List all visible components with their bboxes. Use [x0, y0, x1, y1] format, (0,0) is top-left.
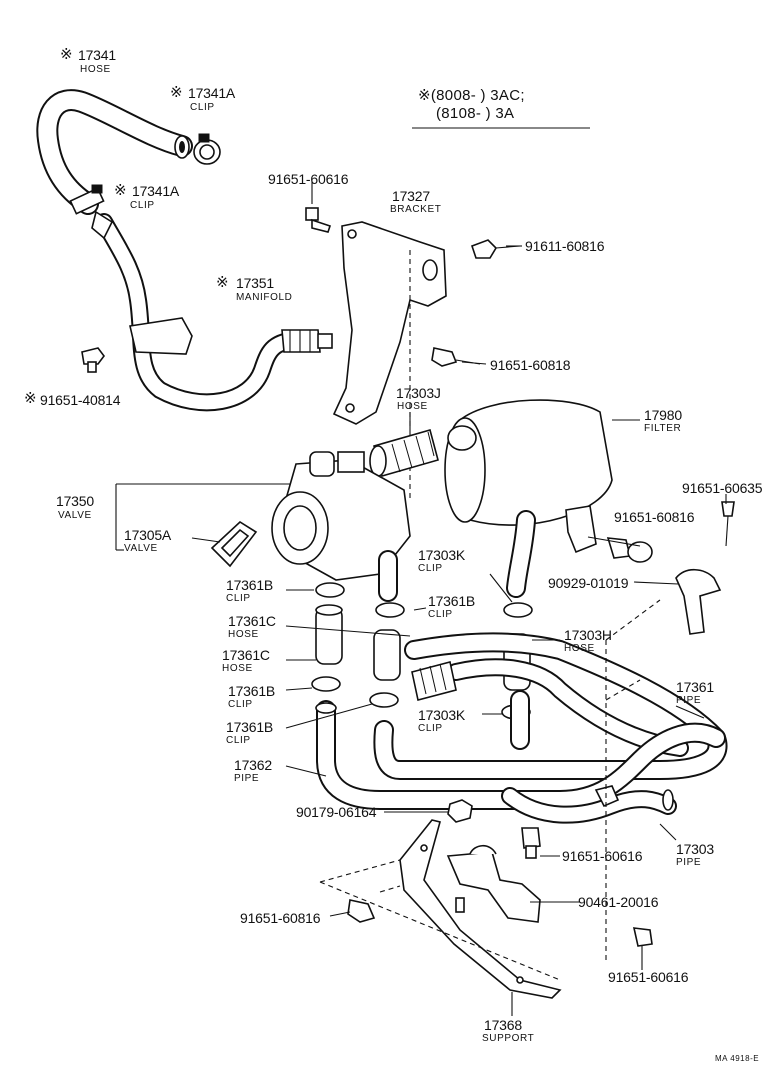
bolt-91651-60616-bot: [632, 927, 653, 968]
part-number-17361: 17361: [676, 679, 714, 695]
part-number-17350: 17350: [56, 493, 94, 509]
part-number-91651-60816: 91651-60816: [240, 910, 321, 926]
part-name-clip: CLIP: [130, 200, 155, 211]
applicability-note-line2: (8108- ) 3A: [436, 105, 515, 122]
part-name-support: SUPPORT: [482, 1033, 535, 1044]
part-name-bracket: BRACKET: [390, 204, 442, 215]
part-number-17303: 17303: [676, 841, 714, 857]
part-number-17327: 17327: [392, 188, 430, 204]
pipe-17361: [373, 632, 728, 780]
part-name-clip: CLIP: [428, 609, 453, 620]
part-name-clip: CLIP: [226, 735, 251, 746]
hose-17303J: [369, 429, 439, 477]
part-name-clip: CLIP: [190, 102, 215, 113]
part-number-17361B: 17361B: [228, 683, 276, 699]
part-number-17341: 17341: [78, 47, 116, 63]
leader-lines: [115, 182, 727, 1016]
hose-17361C-1: [315, 604, 343, 665]
part-number-17361B: 17361B: [226, 719, 274, 735]
part-name-valve: VALVE: [124, 543, 158, 554]
part-name-clip: CLIP: [418, 723, 443, 734]
clip-17361B-4: [369, 692, 399, 708]
part-number-91651-60816: 91651-60816: [614, 509, 695, 525]
part-number-91651-60616: 91651-60616: [268, 171, 349, 187]
part-name-pipe: PIPE: [676, 695, 702, 706]
part-number-17351: 17351: [236, 275, 274, 291]
part-number-90461-20016: 90461-20016: [578, 894, 659, 910]
part-number-17303K: 17303K: [418, 707, 466, 723]
asterisk-mark: ※: [170, 84, 183, 101]
part-number-91611-60816: 91611-60816: [525, 238, 605, 254]
part-name-hose: HOSE: [397, 401, 428, 412]
part-number-91651-60616: 91651-60616: [562, 848, 643, 864]
clip-17303K-top: [503, 602, 533, 618]
part-number-91651-60616: 91651-60616: [608, 969, 689, 985]
pipe-17303: [501, 785, 677, 824]
part-name-filter: FILTER: [644, 423, 682, 434]
bolt-91611-60816: [470, 239, 521, 259]
part-number-17368: 17368: [484, 1017, 522, 1033]
asterisk-mark: ※: [114, 182, 127, 199]
part-name-valve: VALVE: [58, 510, 92, 521]
part-number-17303J: 17303J: [396, 385, 441, 401]
part-number-17303K: 17303K: [418, 547, 466, 563]
part-name-clip: CLIP: [418, 563, 443, 574]
part-number-17361B: 17361B: [428, 593, 476, 609]
clamp-90929-01019: [675, 568, 722, 635]
nut-90179-06164: [447, 799, 473, 823]
asterisk-mark: ※: [60, 46, 73, 63]
part-name-pipe: PIPE: [676, 857, 702, 868]
part-number-91651-60635: 91651-60635: [682, 480, 763, 496]
part-name-hose: HOSE: [80, 64, 111, 75]
part-name-hose: HOSE: [222, 663, 253, 674]
hose-17341: [36, 89, 193, 215]
hose-17361C-2: [373, 629, 401, 681]
applicability-note-line1: ※(8008- ) 3AC;: [418, 87, 525, 104]
part-number-17341A: 17341A: [132, 183, 180, 199]
part-number-17361B: 17361B: [226, 577, 274, 593]
asterisk-mark: ※: [216, 274, 229, 291]
bolt-91651-60816-left: [329, 899, 376, 923]
asterisk-mark: ※: [24, 390, 37, 407]
clip-17341A-top: [193, 133, 221, 165]
part-name-manifold: MANIFOLD: [236, 292, 293, 303]
clip-17361B-3: [311, 676, 341, 692]
manifold-17351: [91, 210, 333, 412]
part-number-17980: 17980: [644, 407, 682, 423]
bolt-91651-60635: [721, 501, 735, 547]
valve-17305A: [210, 520, 258, 568]
bolt-91651-40814: [81, 347, 105, 373]
part-number-17361C: 17361C: [222, 647, 270, 663]
support-17368: [319, 599, 661, 999]
part-number-90929-01019: 90929-01019: [548, 575, 629, 591]
bolt-91651-60616-top: [305, 207, 332, 233]
part-number-17305A: 17305A: [124, 527, 172, 543]
bolt-91651-60616-mid: [521, 827, 541, 859]
part-number-17361C: 17361C: [228, 613, 276, 629]
filter-17980: [444, 399, 613, 598]
part-name-hose: HOSE: [564, 643, 595, 654]
part-name-clip: CLIP: [228, 699, 253, 710]
part-name-clip: CLIP: [226, 593, 251, 604]
part-number-90179-06164: 90179-06164: [296, 804, 377, 820]
clip-17341A-mid: [69, 184, 105, 215]
valve-17350: [271, 451, 411, 602]
diagram-code: MA 4918-E: [715, 1054, 760, 1063]
part-name-pipe: PIPE: [234, 773, 260, 784]
clip-17361B-2: [375, 602, 405, 618]
part-number-91651-40814: 91651-40814: [40, 392, 121, 408]
part-name-hose: HOSE: [228, 629, 259, 640]
part-number-17362: 17362: [234, 757, 272, 773]
part-number-91651-60818: 91651-60818: [490, 357, 571, 373]
clip-17361B-1: [315, 582, 345, 598]
part-number-17341A: 17341A: [188, 85, 236, 101]
part-number-17303H: 17303H: [564, 627, 612, 643]
